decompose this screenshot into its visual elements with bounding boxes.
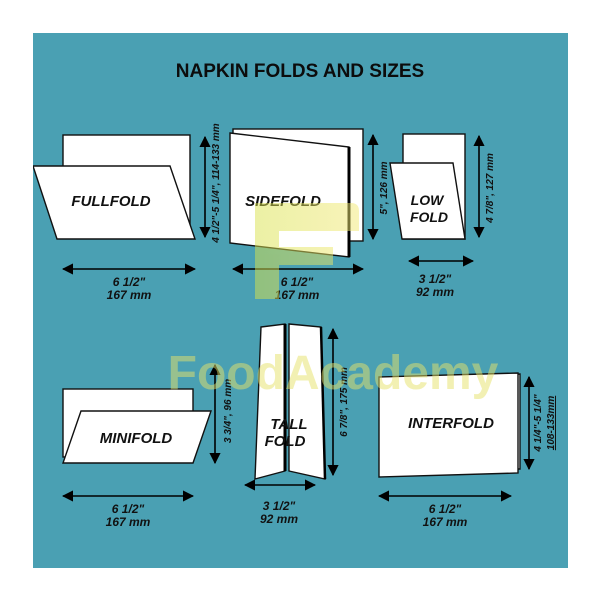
lowfold-group: LOW FOLD 4 7/8", 127 mm 3 1/2" 92 mm [389, 133, 496, 299]
fullfold-width-in: 6 1/2" [113, 275, 146, 289]
tallfold-group: TALL FOLD 6 7/8", 175 mm 3 1/2" 92 mm [243, 323, 350, 526]
tallfold-width-mm: 92 mm [260, 512, 298, 526]
fullfold-group: FULLFOLD 4 1/2"-5 1/4", 114-133 mm 6 1/2… [33, 123, 222, 302]
lowfold-label-line1: LOW [411, 192, 445, 208]
tallfold-height-label: 6 7/8", 175 mm [339, 367, 350, 437]
minifold-label: MINIFOLD [100, 430, 173, 447]
fullfold-width-mm: 167 mm [107, 288, 152, 302]
tallfold-edge [319, 326, 327, 480]
tallfold-label-line2: FOLD [265, 433, 306, 450]
watermark-logo-icon [255, 203, 359, 299]
tallfold-label-line1: TALL [270, 416, 307, 433]
sidefold-width-mm: 167 mm [275, 288, 320, 302]
interfold-group: INTERFOLD 4 1/4"-5 1/4" 108-133mm 6 1/2"… [377, 372, 557, 529]
sidefold-height-label: 5", 126 mm [379, 161, 390, 214]
fullfold-label: FULLFOLD [71, 193, 150, 210]
minifold-width-mm: 167 mm [106, 515, 151, 529]
fullfold-front-panel [33, 165, 196, 240]
napkin-folds-diagram: NAPKIN FOLDS AND SIZES FULLFOLD 4 1/2"-5… [33, 33, 568, 568]
minifold-front-panel [62, 410, 212, 464]
diagram-panel: NAPKIN FOLDS AND SIZES FULLFOLD 4 1/2"-5… [33, 33, 568, 568]
interfold-height-line1: 4 1/4"-5 1/4" [533, 394, 544, 453]
fullfold-height-label: 4 1/2"-5 1/4", 114-133 mm [211, 123, 222, 243]
diagram-title: NAPKIN FOLDS AND SIZES [176, 61, 424, 82]
lowfold-width-mm: 92 mm [416, 285, 454, 299]
watermark: FoodAcademy [168, 203, 499, 400]
tallfold-width-in: 3 1/2" [263, 499, 296, 513]
minifold-group: MINIFOLD 3 3/4", 96 mm 6 1/2" 167 mm [61, 363, 234, 529]
interfold-width-in: 6 1/2" [429, 502, 462, 516]
lowfold-width-in: 3 1/2" [419, 272, 452, 286]
lowfold-front-panel [389, 162, 466, 240]
interfold-width-mm: 167 mm [423, 515, 468, 529]
interfold-label: INTERFOLD [408, 415, 494, 432]
lowfold-label-line2: FOLD [410, 209, 448, 225]
minifold-width-in: 6 1/2" [112, 502, 145, 516]
minifold-height-label: 3 3/4", 96 mm [223, 379, 234, 443]
sidefold-width-in: 6 1/2" [281, 275, 314, 289]
watermark-text: FoodAcademy [168, 347, 499, 400]
lowfold-height-label: 4 7/8", 127 mm [485, 153, 496, 224]
interfold-front-panel [378, 372, 519, 478]
interfold-height-line2: 108-133mm [546, 396, 557, 451]
background [33, 33, 568, 568]
